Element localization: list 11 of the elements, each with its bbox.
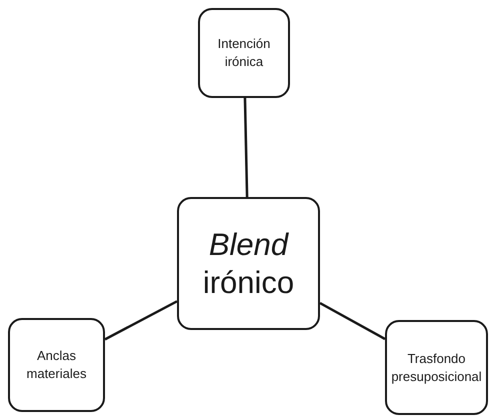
concept-box [385,320,488,415]
connector-line [319,302,386,340]
node-text: Intención irónica [216,35,272,71]
central-box [177,197,320,330]
connector-line [244,98,248,198]
node-text: Blend irónico [202,226,296,301]
concept-box [8,318,105,412]
node-text: Anclas materiales [26,347,88,383]
node-text: Trasfondo presuposicional [390,350,483,386]
connector-line [104,300,178,340]
concept-box [198,8,290,98]
